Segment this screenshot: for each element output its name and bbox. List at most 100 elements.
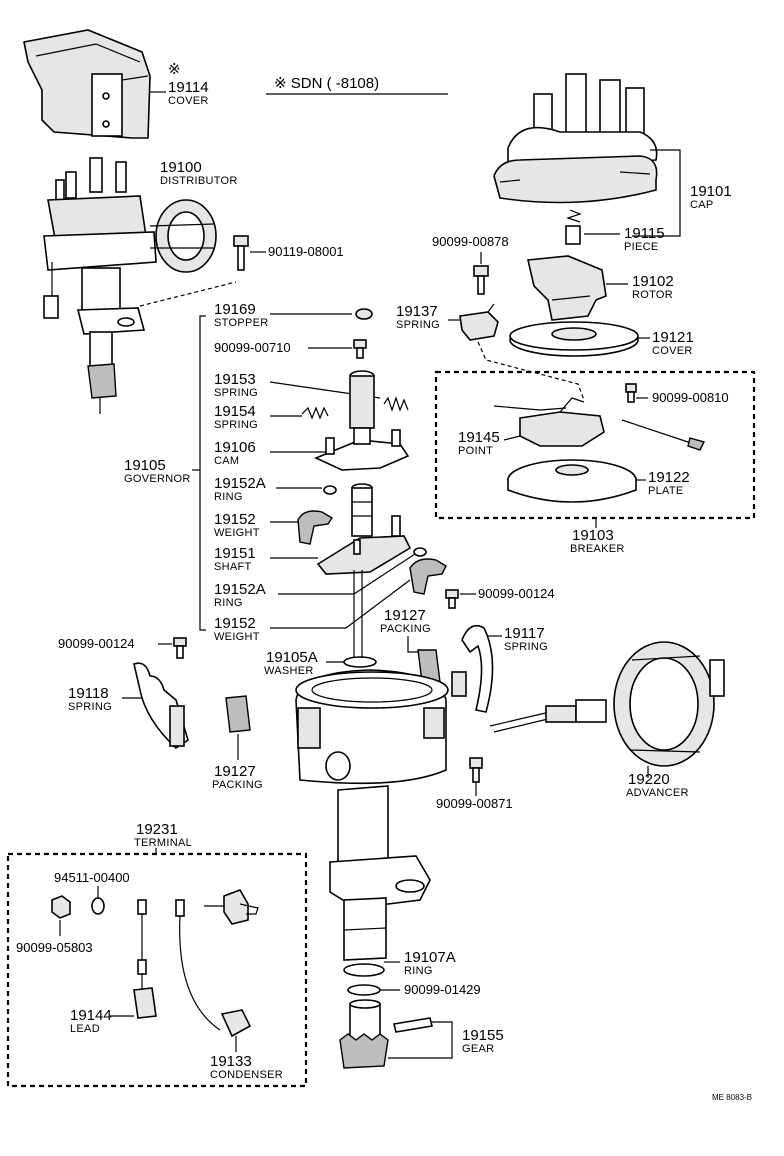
- svg-text:PACKING: PACKING: [380, 623, 431, 635]
- svg-text:ADVANCER: ADVANCER: [626, 787, 689, 799]
- shaft-19151-label: 19151 SHAFT: [214, 545, 256, 573]
- svg-text:CAP: CAP: [690, 199, 714, 211]
- distributor-19100-part: [43, 157, 217, 414]
- stopper-19169-part: [355, 308, 373, 320]
- breaker-19103-label: 19103 BREAKER: [570, 527, 625, 555]
- svg-text:19152A: 19152A: [214, 475, 266, 492]
- condenser-19133-part: [175, 889, 259, 1038]
- governor-19105-label: 19105 GOVERNOR: [124, 457, 190, 485]
- spring-19117-clip: [451, 671, 467, 697]
- piece-19115-part: [565, 209, 582, 245]
- ring-19152a-upper-part: [323, 485, 337, 495]
- ring-19152a-lower-label: 19152A RING: [214, 581, 266, 609]
- spring-19153-label: 19153 SPRING: [214, 371, 258, 399]
- stopper-19169-label: 19169 STOPPER: [214, 301, 268, 329]
- svg-text:POINT: POINT: [458, 445, 493, 457]
- advancer-19220-part: [489, 641, 725, 767]
- terminal-19231-box: [6, 852, 308, 1088]
- shaft-19151-part: [316, 483, 412, 660]
- ring-19107a-part: [343, 963, 385, 977]
- lead-19144-part: [133, 899, 157, 1019]
- weight-19152-upper-part: [297, 510, 333, 545]
- weight-19152-lower-label: 19152 WEIGHT: [214, 615, 260, 643]
- weight-19152-upper-label: 19152 WEIGHT: [214, 511, 260, 539]
- svg-text:SPRING: SPRING: [504, 641, 548, 653]
- screw-90099-00124-right-label: 90099-00124: [478, 586, 555, 601]
- svg-text:19133: 19133: [210, 1053, 252, 1070]
- svg-text:19101: 19101: [690, 183, 732, 200]
- terminal-19231-label: 19231 TERMINAL: [134, 821, 192, 849]
- cover-19114-label: ※ 19114 COVER: [168, 61, 209, 107]
- svg-text:19127: 19127: [214, 763, 256, 780]
- cover-19121-part: [509, 321, 639, 357]
- screw-90099-00710-label: 90099-00710: [214, 340, 291, 355]
- washer-90099-01429-label: 90099-01429: [404, 982, 481, 997]
- bolt-90119-part: [233, 235, 249, 271]
- svg-text:19152: 19152: [214, 511, 256, 528]
- packing-19127-right-label: 19127 PACKING: [380, 607, 431, 635]
- svg-text:19153: 19153: [214, 371, 256, 388]
- cap-19101-part: [493, 73, 658, 204]
- ring-19152a-lower-part: [413, 547, 427, 557]
- svg-text:19155: 19155: [462, 1027, 504, 1044]
- svg-text:STOPPER: STOPPER: [214, 317, 268, 329]
- diagram-code: ME 8083-B: [712, 1093, 752, 1102]
- point-19145-part: [493, 397, 706, 451]
- washer-94511-label: 94511-00400: [54, 870, 130, 885]
- cap-19101-label: 19101 CAP: [690, 183, 732, 211]
- svg-text:LEAD: LEAD: [70, 1023, 100, 1035]
- svg-text:SPRING: SPRING: [68, 701, 112, 713]
- svg-text:19144: 19144: [70, 1007, 112, 1024]
- svg-text:19145: 19145: [458, 429, 500, 446]
- spring-19118-label: 19118 SPRING: [68, 685, 112, 713]
- plate-19122-part: [507, 459, 637, 503]
- svg-text:WEIGHT: WEIGHT: [214, 631, 260, 643]
- spring-19154-label: 19154 SPRING: [214, 403, 258, 431]
- point-19145-label: 19145 POINT: [458, 429, 500, 457]
- bolt-90119-label: 90119-08001: [268, 244, 344, 259]
- ring-19152a-upper-label: 19152A RING: [214, 475, 266, 503]
- svg-text:19117: 19117: [504, 625, 545, 642]
- svg-text:SPRING: SPRING: [214, 419, 258, 431]
- leader-19152a-lower: [278, 551, 419, 595]
- washer-19105a-label: 19105A WASHER: [264, 649, 318, 677]
- packing-19127-left-label: 19127 PACKING: [212, 763, 262, 791]
- spring-19153-part: [383, 396, 409, 412]
- svg-text:SPRING: SPRING: [396, 319, 440, 331]
- svg-text:COVER: COVER: [168, 95, 209, 107]
- svg-text:BREAKER: BREAKER: [570, 543, 625, 555]
- screw-90099-00871-part: [469, 757, 483, 783]
- svg-text:19220: 19220: [628, 771, 670, 788]
- svg-text:19154: 19154: [214, 403, 256, 420]
- svg-text:SHAFT: SHAFT: [214, 561, 252, 573]
- svg-text:19137: 19137: [396, 303, 438, 320]
- svg-text:PLATE: PLATE: [648, 485, 684, 497]
- svg-text:WEIGHT: WEIGHT: [214, 527, 260, 539]
- washer-90099-01429-part: [347, 984, 381, 996]
- lead-19144-label: 19144 LEAD: [70, 1007, 112, 1035]
- svg-text:19152: 19152: [214, 615, 256, 632]
- bracket-19101: [632, 149, 681, 237]
- washer-19105a-part: [343, 656, 377, 668]
- packing-19127-left-part: [225, 695, 251, 733]
- svg-text:19151: 19151: [214, 545, 256, 562]
- distributor-19100-label: 19100 DISTRIBUTOR: [160, 159, 238, 187]
- spring-19137-part: [459, 303, 499, 341]
- svg-text:19105A: 19105A: [266, 649, 318, 666]
- spring-19117-part: [461, 624, 494, 713]
- svg-text:GEAR: GEAR: [462, 1043, 494, 1055]
- svg-text:DISTRIBUTOR: DISTRIBUTOR: [160, 175, 238, 187]
- screw-90099-00124-right-part: [445, 589, 459, 609]
- gear-19155-label: 19155 GEAR: [462, 1027, 504, 1055]
- svg-text:19152A: 19152A: [214, 581, 266, 598]
- governor-bracket: [199, 315, 206, 631]
- screw-90099-00871-label: 90099-00871: [436, 796, 513, 811]
- svg-text:TERMINAL: TERMINAL: [134, 837, 192, 849]
- screw-90099-00124-left-label: 90099-00124: [58, 636, 135, 651]
- rotor-19102-label: 19102 ROTOR: [632, 273, 674, 301]
- weight-19152-lower-part: [409, 558, 447, 595]
- nut-90099-05803-part: [51, 895, 71, 919]
- svg-text:19118: 19118: [68, 685, 109, 702]
- leader-19145: [503, 435, 521, 441]
